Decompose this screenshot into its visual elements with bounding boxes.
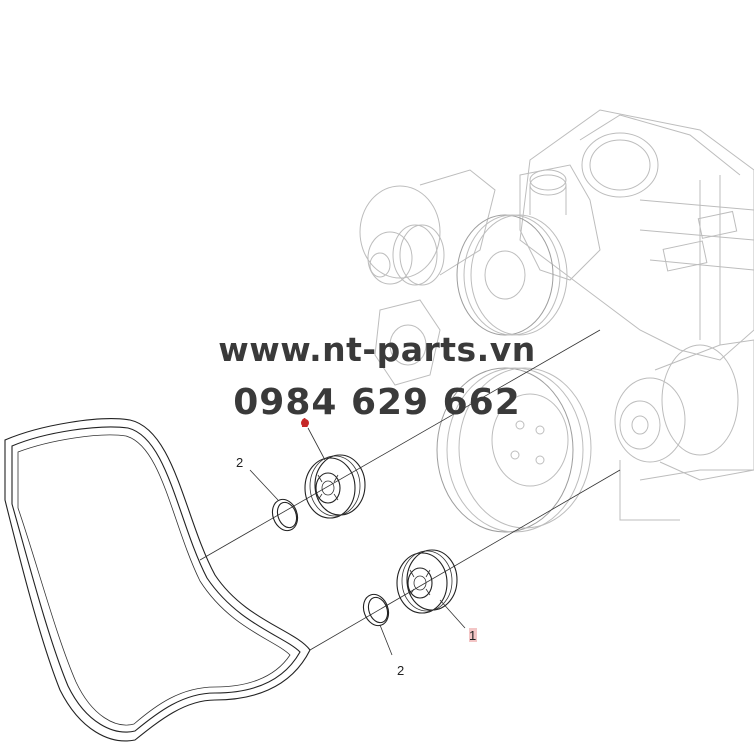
watermark-phone: 0984 629 662 bbox=[233, 382, 521, 423]
upper-idler-pulley bbox=[304, 454, 366, 519]
callout-upper-washer: 2 bbox=[236, 455, 243, 470]
upper-washer-o-ring bbox=[271, 498, 299, 532]
watermark-website: www.nt-parts.vn bbox=[218, 330, 536, 369]
callout-idler-pulley: 1 bbox=[301, 415, 308, 430]
highlight-marker bbox=[301, 419, 309, 427]
lower-idler-pulley bbox=[396, 549, 458, 614]
poly-v-belt bbox=[4, 418, 311, 742]
highlight-marker-lower bbox=[469, 628, 477, 642]
engine-block-drawing bbox=[359, 109, 754, 533]
callout-labels: 2 1 2 1 bbox=[236, 415, 477, 678]
callout-leader-lines bbox=[249, 427, 466, 656]
assembly-axis-lines bbox=[199, 329, 621, 651]
callout-lower-pulley: 1 bbox=[469, 628, 476, 643]
callout-lower-washer: 2 bbox=[397, 663, 404, 678]
lower-washer-o-ring bbox=[362, 593, 390, 627]
